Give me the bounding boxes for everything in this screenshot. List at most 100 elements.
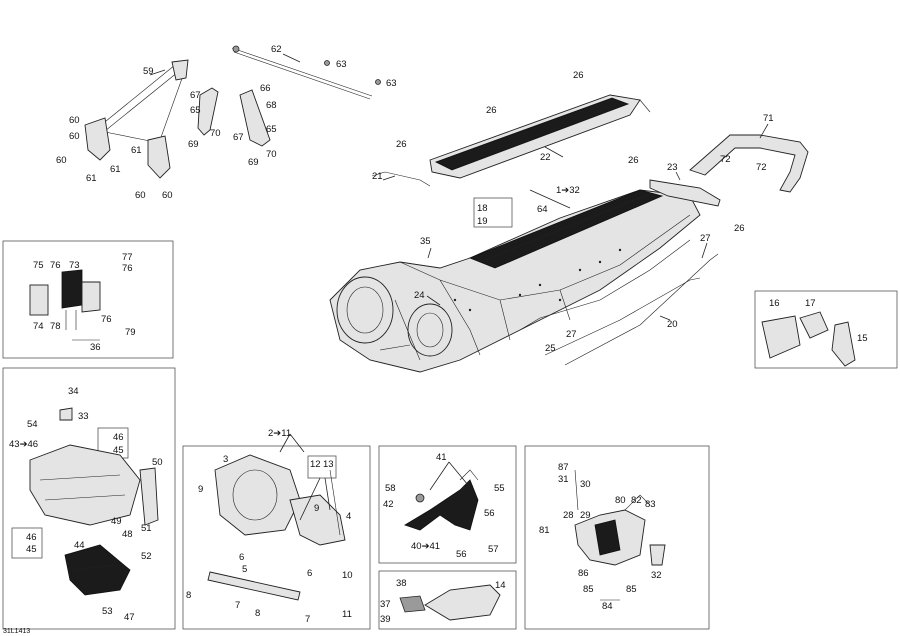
callout-42: 42 — [383, 499, 394, 510]
callout-87: 87 — [558, 462, 569, 473]
callout-28: 28 — [563, 510, 574, 521]
part-14-tray — [399, 584, 501, 621]
callout-72: 72 — [720, 154, 731, 165]
callout-47: 47 — [124, 612, 135, 623]
callout-10: 10 — [342, 570, 353, 581]
callout-57: 57 — [488, 544, 499, 555]
callout-41: 41 — [436, 452, 447, 463]
callout-44: 44 — [74, 540, 85, 551]
callout-43-46: 43➔46 — [9, 439, 38, 450]
callout-54: 54 — [27, 419, 38, 430]
inset-box-steering-support — [378, 445, 517, 564]
callout-38: 38 — [396, 578, 407, 589]
callout-50: 50 — [152, 457, 163, 468]
callout-65: 65 — [266, 124, 277, 135]
inset-box-footrest — [2, 367, 176, 630]
part-20-rail — [544, 277, 701, 356]
callout-5: 5 — [242, 564, 247, 575]
callout-51: 51 — [141, 523, 152, 534]
callout-46: 46 — [113, 432, 124, 443]
callout-63: 63 — [386, 78, 397, 89]
callout-83: 83 — [645, 499, 656, 510]
callout-9: 9 — [198, 484, 203, 495]
callout-3: 3 — [223, 454, 228, 465]
callout-27: 27 — [566, 329, 577, 340]
callout-63: 63 — [336, 59, 347, 70]
callout-6: 6 — [239, 552, 244, 563]
callout-78: 78 — [50, 321, 61, 332]
callout-86: 86 — [578, 568, 589, 579]
callout-33: 33 — [78, 411, 89, 422]
part-73-seat-bracket — [29, 269, 101, 341]
inset-box-seat-bracket — [2, 240, 174, 359]
callout-60: 60 — [162, 190, 173, 201]
callout-40-41: 40➔41 — [411, 541, 440, 552]
callout-61: 61 — [110, 164, 121, 175]
callout-67: 67 — [190, 90, 201, 101]
part-71-grab-bar — [689, 134, 809, 193]
callout-21: 21 — [372, 171, 383, 182]
callout-30: 30 — [580, 479, 591, 490]
callout-70: 70 — [266, 149, 277, 160]
callout-85: 85 — [626, 584, 637, 595]
callout-68: 68 — [266, 100, 277, 111]
part-22-top-panel — [429, 94, 651, 179]
part-62-rod — [231, 45, 381, 100]
callout-59: 59 — [143, 66, 154, 77]
callout-72: 72 — [756, 162, 767, 173]
callout-53: 53 — [102, 606, 113, 617]
callout-67: 67 — [233, 132, 244, 143]
callout-12: 12 — [310, 459, 321, 470]
inset-box-18-19 — [473, 197, 513, 228]
callout-46: 46 — [26, 532, 37, 543]
callout-58: 58 — [385, 483, 396, 494]
callout-7: 7 — [235, 600, 240, 611]
callout-23: 23 — [667, 162, 678, 173]
inset-box-tray — [378, 570, 517, 630]
callout-13: 13 — [323, 459, 334, 470]
part-41-support — [404, 469, 479, 531]
part-43-footrest — [29, 407, 159, 596]
callout-45: 45 — [26, 544, 37, 555]
callout-39: 39 — [380, 614, 391, 625]
callout-19: 19 — [477, 216, 488, 227]
callout-2-11: 2➔11 — [268, 428, 291, 439]
callout-11: 11 — [342, 609, 352, 620]
part-16-cover — [761, 311, 856, 367]
callout-85: 85 — [583, 584, 594, 595]
main-chassis — [329, 189, 701, 373]
callout-7: 7 — [305, 614, 310, 625]
callout-60: 60 — [69, 115, 80, 126]
callout-35: 35 — [420, 236, 431, 247]
part-80-rear-bracket — [574, 469, 666, 601]
diagram-code: 31L1413 — [3, 628, 30, 635]
callout-73: 73 — [69, 260, 80, 271]
callout-36: 36 — [90, 342, 101, 353]
part-3-front-bulkhead — [207, 454, 346, 601]
callout-26: 26 — [396, 139, 407, 150]
inset-box-rear-bracket — [524, 445, 710, 630]
callout-69: 69 — [188, 139, 199, 150]
callout-76: 76 — [101, 314, 112, 325]
part-23-bracket — [649, 179, 721, 207]
callout-61: 61 — [131, 145, 142, 156]
callout-8: 8 — [186, 590, 191, 601]
inset-box-front-frame — [182, 445, 371, 630]
callout-32: 32 — [651, 570, 662, 581]
callout-79: 79 — [125, 327, 136, 338]
callout-1-32: 1➔32 — [556, 185, 580, 196]
callout-56: 56 — [484, 508, 495, 519]
callout-27: 27 — [700, 233, 711, 244]
inset-box-45-46-bottom — [11, 527, 43, 559]
callout-66: 66 — [260, 83, 271, 94]
callout-60: 60 — [135, 190, 146, 201]
callout-45: 45 — [113, 445, 124, 456]
callout-76: 76 — [122, 263, 133, 274]
callout-24: 24 — [414, 290, 425, 301]
callout-6: 6 — [307, 568, 312, 579]
callout-4: 4 — [346, 511, 351, 522]
part-65-bracket-left — [197, 87, 219, 136]
callout-70: 70 — [210, 128, 221, 139]
part-27-rail — [564, 253, 719, 366]
